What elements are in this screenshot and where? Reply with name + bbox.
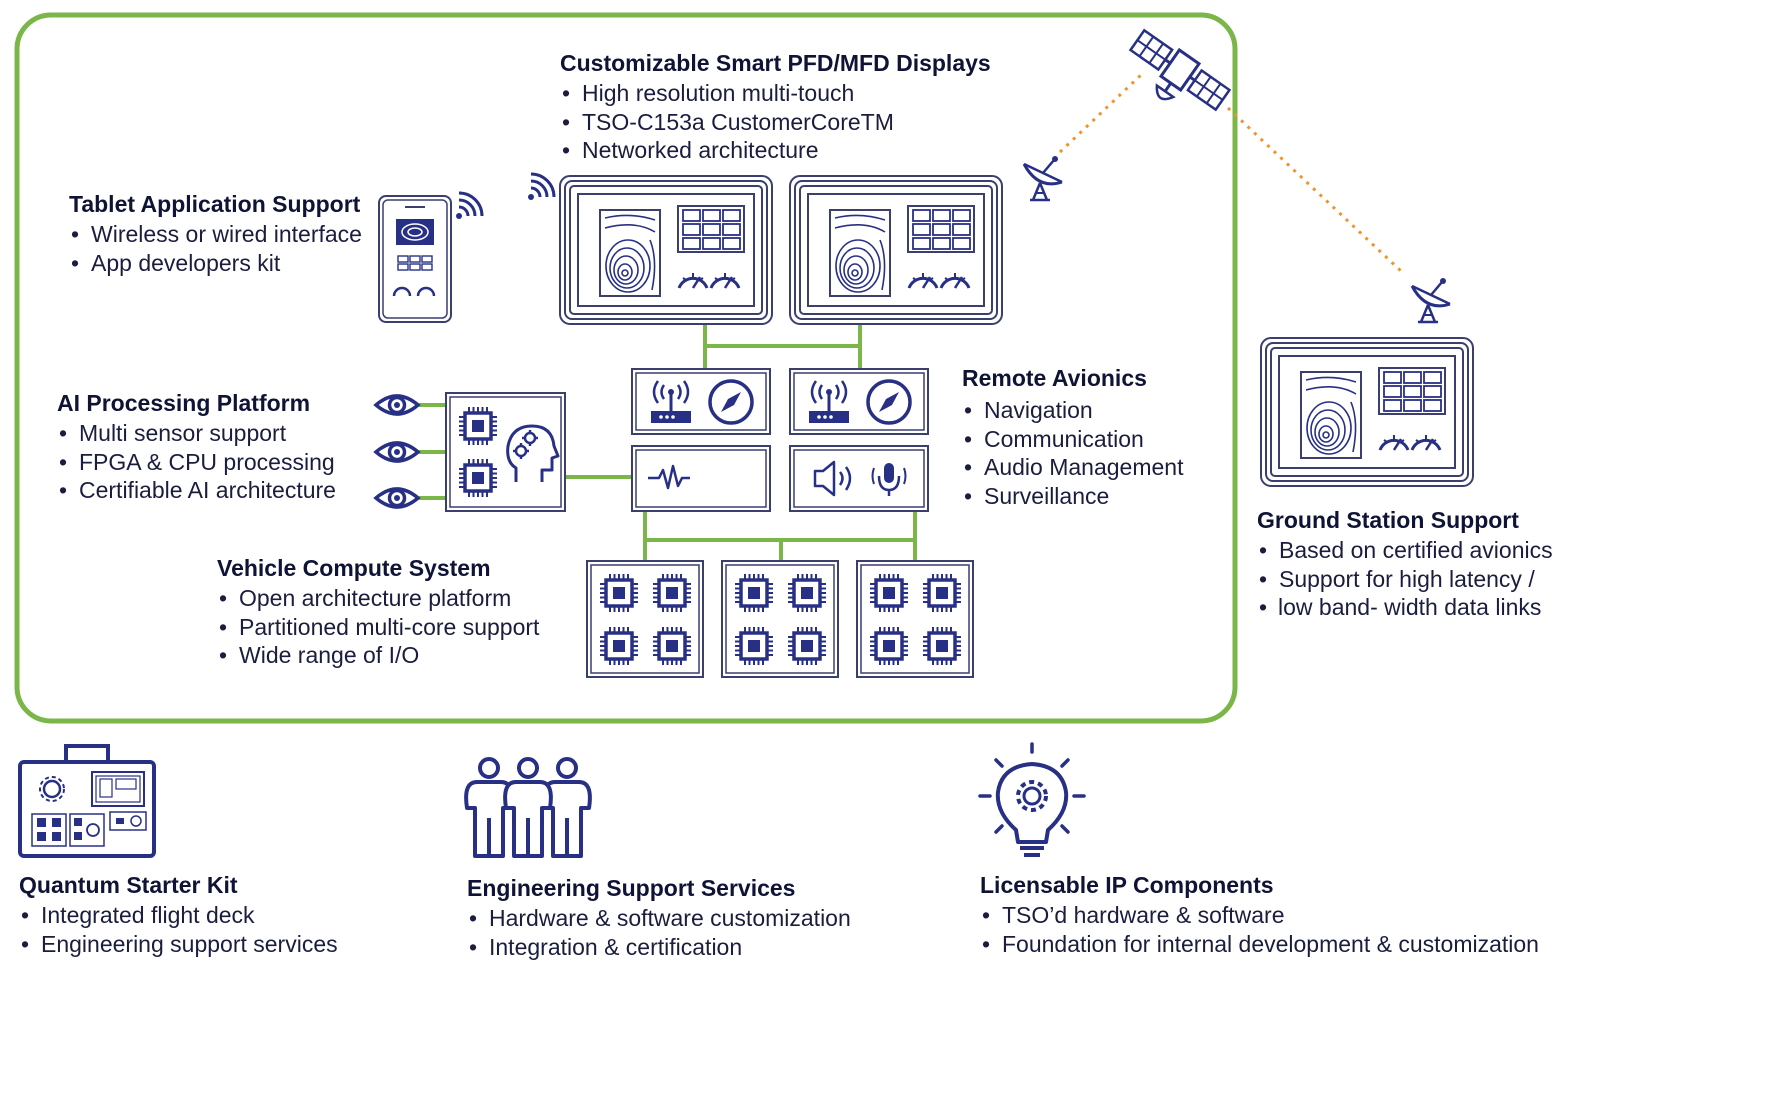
remote-avionics-bullet: Communication: [962, 425, 1183, 454]
tablet-bullet: App developers kit: [69, 249, 362, 278]
vcs-bullet: Partitioned multi-core support: [217, 613, 539, 642]
ground-station-block: Ground Station Support Based on certifie…: [1257, 506, 1553, 622]
ip-components-title: Licensable IP Components: [980, 872, 1274, 898]
tablet-bullet: Wireless or wired interface: [69, 220, 362, 249]
starter-kit-bullet: Integrated flight deck: [19, 901, 338, 930]
mfd-display-right: [790, 176, 1002, 324]
eye-sensor-icon: [374, 394, 420, 416]
audio-unit: [789, 445, 929, 512]
remote-avionics-bullet: Navigation: [962, 396, 1183, 425]
tablet-title: Tablet Application Support: [69, 191, 361, 217]
vcs-bullet: Wide range of I/O: [217, 641, 539, 670]
remote-avionics-bullet: Audio Management: [962, 453, 1183, 482]
tablet-icon: [378, 195, 452, 323]
ground-station-bullet: Based on certified avionics: [1257, 536, 1553, 565]
compute-panel-3: [857, 561, 973, 677]
eye-sensor-icon: [374, 441, 420, 463]
vcs-block: Vehicle Compute System Open architecture…: [217, 554, 539, 670]
starter-kit-block: Quantum Starter Kit Integrated flight de…: [19, 871, 338, 958]
satellite-dish-icon: [1410, 276, 1452, 324]
signal-waveform-unit: [631, 445, 771, 512]
ip-components-bullet: TSO’d hardware & software: [980, 901, 1539, 930]
ai-head-gears-icon: [506, 424, 560, 482]
ai-bullet: Multi sensor support: [57, 419, 336, 448]
starter-kit-title: Quantum Starter Kit: [19, 872, 238, 898]
displays-bullet: High resolution multi-touch: [560, 79, 991, 108]
router-compass-unit-right: [789, 368, 929, 435]
ai-title: AI Processing Platform: [57, 390, 311, 416]
engineering-block: Engineering Support Services Hardware & …: [467, 874, 851, 961]
ground-station-bullet: Support for high latency /: [1257, 565, 1553, 594]
displays-title: Customizable Smart PFD/MFD Displays: [560, 50, 991, 76]
ground-station-bullet-continuation: low band- width data links: [1257, 593, 1553, 622]
displays-bullet: Networked architecture: [560, 136, 991, 165]
satellite-dish-icon: [1022, 154, 1064, 202]
ai-bullet: Certifiable AI architecture: [57, 476, 336, 505]
engineers-group-icon: [464, 757, 592, 858]
remote-avionics-block: Remote Avionics Navigation Communication…: [962, 364, 1183, 510]
ip-components-block: Licensable IP Components TSO’d hardware …: [980, 871, 1539, 958]
vcs-bullet: Open architecture platform: [217, 584, 539, 613]
tablet-wireless-icon: [454, 191, 484, 221]
tablet-block: Tablet Application Support Wireless or w…: [69, 190, 362, 277]
starter-kit-bullet: Engineering support services: [19, 930, 338, 959]
engineering-bullet: Hardware & software customization: [467, 904, 851, 933]
vcs-title: Vehicle Compute System: [217, 555, 491, 581]
compute-panel-2: [722, 561, 838, 677]
ai-block: AI Processing Platform Multi sensor supp…: [57, 389, 336, 505]
microphone-icon: [871, 463, 907, 496]
displays-block: Customizable Smart PFD/MFD Displays High…: [560, 49, 991, 165]
system-boundary: [14, 12, 1238, 724]
lightbulb-gear-icon: [978, 742, 1086, 857]
wireless-signal-icon: [526, 172, 556, 202]
green-connectors: [419, 322, 917, 562]
ground-station-display: [1261, 338, 1473, 486]
engineering-bullet: Integration & certification: [467, 933, 851, 962]
ip-components-bullet: Foundation for internal development & cu…: [980, 930, 1539, 959]
ai-bullet: FPGA & CPU processing: [57, 448, 336, 477]
eye-sensor-icon: [374, 487, 420, 509]
compute-panel-1: [587, 561, 703, 677]
displays-bullet: TSO-C153a CustomerCoreTM: [560, 108, 991, 137]
ai-processing-unit: [445, 392, 566, 512]
router-compass-unit-left: [631, 368, 771, 435]
toolbox-icon: [18, 744, 156, 858]
remote-avionics-title: Remote Avionics: [962, 365, 1147, 391]
satellite-links: [1058, 72, 1404, 274]
pfd-display-left: [560, 176, 772, 324]
speaker-icon: [813, 460, 852, 497]
satellite-icon: [1128, 28, 1232, 112]
engineering-title: Engineering Support Services: [467, 875, 796, 901]
ground-station-title: Ground Station Support: [1257, 507, 1519, 533]
remote-avionics-bullet: Surveillance: [962, 482, 1183, 511]
